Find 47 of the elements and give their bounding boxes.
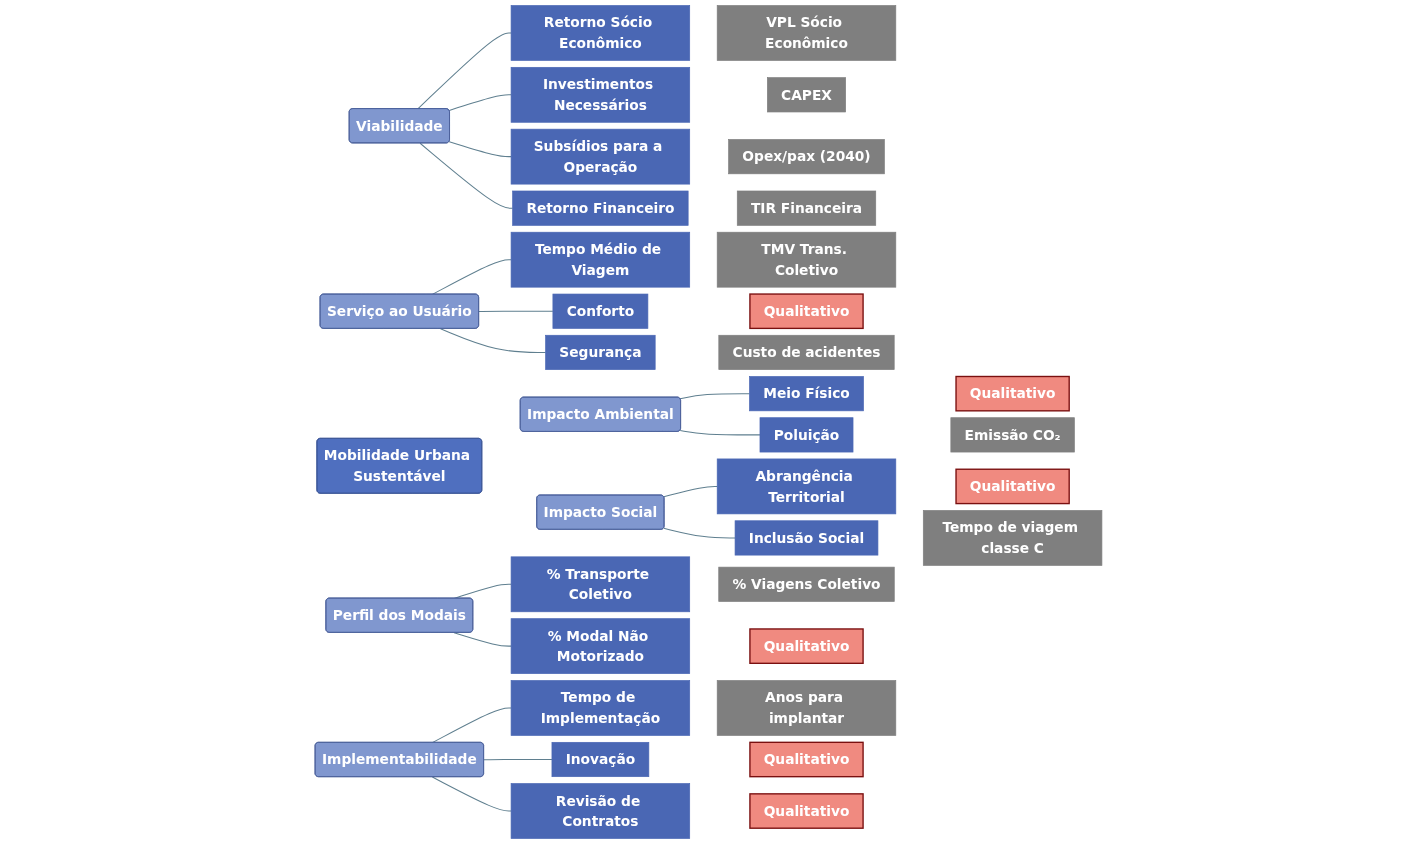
connector [440,328,547,353]
node-box: Qualitativo [749,741,864,778]
node-box: Investimentos Necessários [510,67,691,123]
node-box: Tempo de viagem classe C [922,510,1103,566]
connector [417,32,512,110]
node-box: Anos para implantar [716,680,897,736]
connector [419,142,514,209]
connector [453,632,512,647]
node-box: TIR Financeira [736,190,877,226]
node-box: Inclusão Social [734,520,879,556]
node-box: Opex/pax (2040) [728,139,885,175]
node-box: Poluição [759,417,854,453]
connector [431,707,512,744]
connector [679,393,751,400]
node-box: VPL Sócio Econômico [716,5,897,61]
node-box: Retorno Financeiro [512,190,689,226]
node-box: Custo de acidentes [718,334,895,370]
node-box: Qualitativo [749,293,864,330]
connector [431,776,512,812]
node-box: Retorno Sócio Econômico [510,5,691,61]
node-box: Subsídios para a Operação [510,128,691,185]
node-box: Segurança [545,334,656,370]
node-box: Tempo de Implementação [510,680,691,736]
node-box: Revisão de Contratos [510,783,691,839]
node-box: Tempo Médio de Viagem [510,231,691,288]
node-box: Conforto [552,293,649,329]
node-box: % Modal Não Motorizado [510,618,691,674]
connector [448,141,512,158]
node-box: % Viagens Coletivo [718,566,895,602]
node-box: TMV Trans. Coletivo [716,231,897,288]
connector [663,485,718,498]
node-box: % Transporte Coletivo [510,556,691,613]
node-box: Qualitativo [955,468,1070,505]
connector [663,527,736,539]
node-box: CAPEX [767,77,846,113]
node-box: Qualitativo [749,793,864,829]
node-box: Emissão CO₂ [950,417,1075,453]
node-box: Qualitativo [749,628,864,664]
connector [679,430,761,436]
node-box: Abrangência Territorial [716,458,897,515]
connector [478,310,554,313]
connector [431,259,512,295]
node-box: Meio Físico [749,376,864,412]
node-box: Inovação [551,741,650,777]
connector [483,759,553,761]
node-box: Qualitativo [955,375,1070,412]
connector [448,94,512,111]
